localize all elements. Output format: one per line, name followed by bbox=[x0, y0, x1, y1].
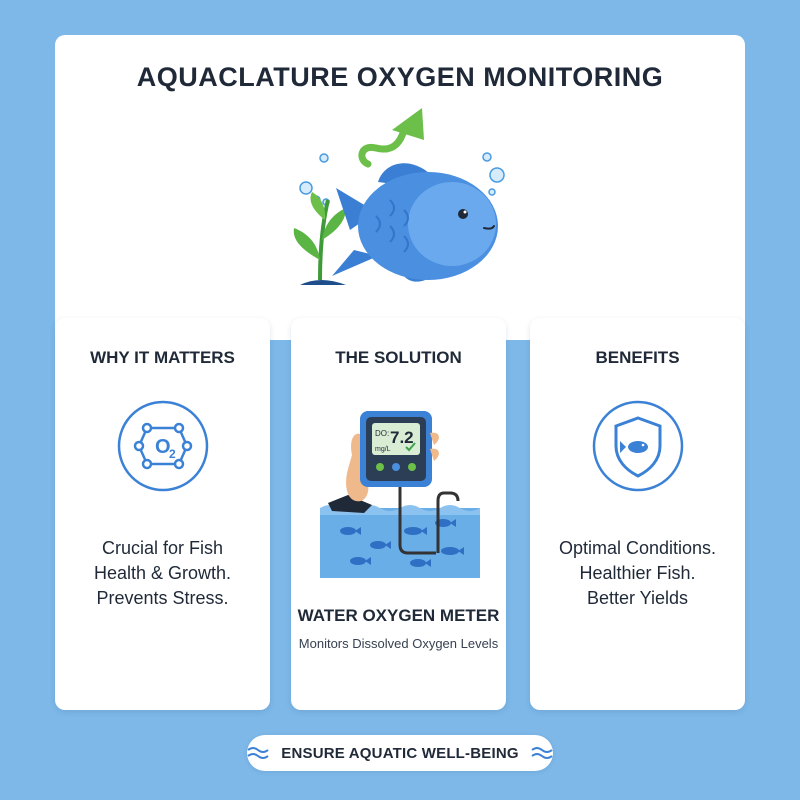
meter-button-blue bbox=[392, 463, 400, 471]
card-title: THE SOLUTION bbox=[335, 348, 462, 367]
card-benefits: BENEFITS Optimal Conditions. Healthier F… bbox=[530, 318, 745, 710]
wave-icon bbox=[247, 747, 269, 759]
growth-arrow-icon bbox=[358, 108, 424, 168]
shield-fish-icon bbox=[592, 400, 683, 492]
solution-description: Monitors Dissolved Oxygen Levels bbox=[298, 636, 499, 651]
text-line: Health & Growth. bbox=[93, 563, 232, 583]
o2-subscript: 2 bbox=[169, 447, 176, 461]
footer-label: ENSURE AQUATIC WELL-BEING bbox=[281, 744, 519, 762]
do-label: DO: bbox=[375, 429, 389, 438]
card-title: BENEFITS bbox=[595, 348, 680, 367]
text-line: Prevents Stress. bbox=[96, 588, 229, 608]
text-line: Healthier Fish. bbox=[579, 563, 696, 583]
fish-icon bbox=[332, 163, 498, 282]
meter-button-green bbox=[376, 463, 384, 471]
text-line: Optimal Conditions. bbox=[558, 538, 717, 558]
card-text: Crucial for Fish Health & Growth. Preven… bbox=[55, 536, 270, 611]
card-why-it-matters: WHY IT MATTERS O 2 Crucial for Fish Heal… bbox=[55, 318, 270, 710]
wave-icon bbox=[531, 747, 553, 759]
o2-symbol: O bbox=[155, 436, 171, 458]
card-text: Optimal Conditions. Healthier Fish. Bett… bbox=[530, 536, 745, 611]
plant-icon bbox=[293, 192, 346, 285]
fish-illustration bbox=[293, 108, 505, 285]
meter-button-green-2 bbox=[408, 463, 416, 471]
school-of-fish-icon bbox=[340, 519, 464, 567]
text-line: Better Yields bbox=[586, 588, 689, 608]
page-title: AQUACLATURE OXYGEN MONITORING bbox=[136, 62, 664, 92]
text-line: Crucial for Fish bbox=[101, 538, 224, 558]
meter-screen bbox=[372, 423, 420, 455]
card-the-solution: THE SOLUTION DO: 7.2 mg/L bbox=[291, 318, 506, 710]
card-title: WHY IT MATTERS bbox=[90, 348, 235, 367]
o2-molecule-icon: O 2 bbox=[117, 400, 208, 492]
solution-subtitle: WATER OXYGEN METER bbox=[297, 606, 500, 625]
footer-badge: ENSURE AQUATIC WELL-BEING bbox=[247, 735, 553, 771]
do-unit: mg/L bbox=[375, 446, 391, 453]
water-meter-illustration: DO: 7.2 mg/L bbox=[320, 411, 480, 578]
do-value: 7.2 bbox=[390, 428, 414, 447]
